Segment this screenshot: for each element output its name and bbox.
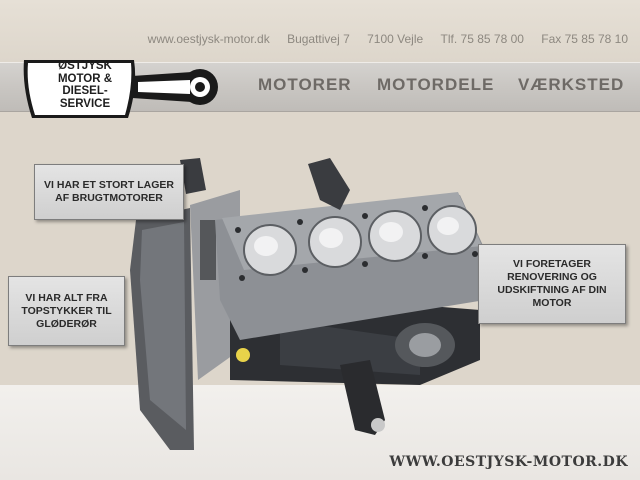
footer-url[interactable]: WWW.OESTJYSK-MOTOR.DK [389,454,628,470]
contact-line: www.oestjysk-motor.dk Bugattivej 7 7100 … [148,32,628,46]
contact-website[interactable]: www.oestjysk-motor.dk [147,32,270,46]
floor-band [0,385,640,480]
logo-line: SERVICE [59,97,111,110]
contact-bar [0,0,640,62]
contact-fax: Fax 75 85 78 10 [541,32,628,46]
callout-parts-text: VI HAR ALT FRA TOPSTYKKER TIL GLØDERØR [21,291,112,330]
contact-address: Bugattivej 7 [287,32,350,46]
logo-line: DIESEL- [62,85,108,97]
logo-line: MOTOR & [57,72,113,85]
logo-rod-icon [132,69,218,105]
logo[interactable] [14,52,224,122]
contact-city: 7100 Vejle [367,32,424,46]
nav-item-motordele[interactable]: MOTORDELE [377,75,495,94]
contact-phone: Tlf. 75 85 78 00 [440,32,524,46]
logo-line: ØSTJYSK [58,60,112,72]
callout-service-text: VI FORETAGER RENOVERING OG UDSKIFTNING A… [497,258,607,309]
logo-text: ØSTJYSK MOTOR & DIESEL- SERVICE [36,60,134,110]
callout-parts: VI HAR ALT FRA TOPSTYKKER TIL GLØDERØR [8,276,125,346]
callout-stock-text: VI HAR ET STORT LAGER AF BRUGTMOTORER [44,179,174,204]
callout-stock: VI HAR ET STORT LAGER AF BRUGTMOTORER [34,164,184,220]
nav-item-vaerksted[interactable]: VÆRKSTED [518,75,625,94]
engine-image [130,158,485,450]
nav-item-motorer[interactable]: MOTORER [258,75,352,94]
callout-service: VI FORETAGER RENOVERING OG UDSKIFTNING A… [478,244,626,324]
